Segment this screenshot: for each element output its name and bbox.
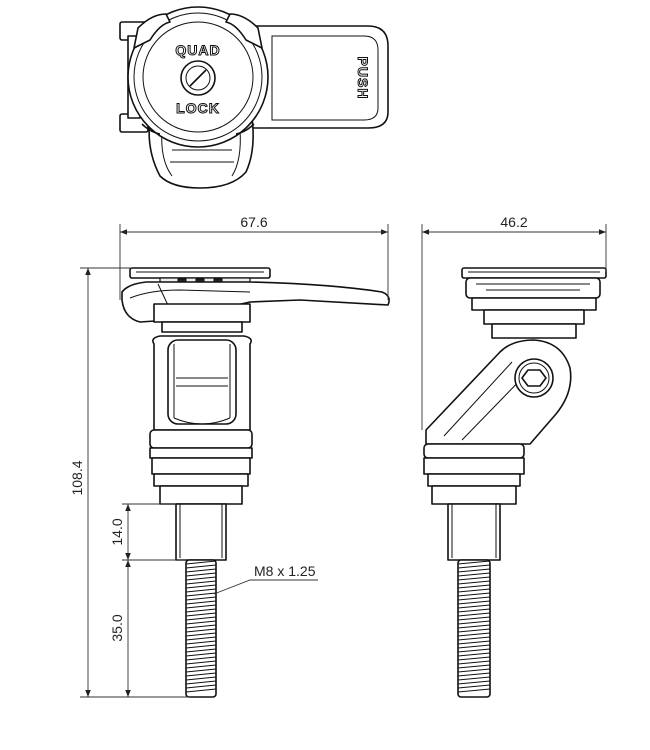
thread-spec-label: M8 x 1.25 bbox=[254, 563, 316, 579]
side-view bbox=[423, 267, 607, 698]
logo-lock-text: LOCK bbox=[176, 100, 220, 116]
dim-thread-length: 35.0 bbox=[109, 614, 125, 641]
side-arm bbox=[425, 339, 572, 445]
front-shaft bbox=[175, 503, 227, 561]
top-view: QUAD LOCK PUSH bbox=[119, 6, 389, 189]
side-shaft bbox=[447, 503, 501, 561]
side-top-plate bbox=[461, 267, 607, 279]
dim-total-height: 108.4 bbox=[69, 460, 85, 495]
logo-quad-text: QUAD bbox=[175, 42, 220, 58]
front-top-plate bbox=[129, 267, 271, 279]
dim-shaft-length: 14.0 bbox=[109, 518, 125, 545]
push-label: PUSH bbox=[355, 57, 371, 100]
dim-width-side: 46.2 bbox=[500, 214, 527, 230]
dim-width-front: 67.6 bbox=[240, 214, 267, 230]
side-thread-icon bbox=[457, 559, 491, 698]
dimension-lines: 67.6 46.2 108.4 14.0 35.0 M8 x 1.25 bbox=[69, 214, 607, 698]
front-thread-icon bbox=[185, 559, 217, 698]
pivot-bolt-icon bbox=[514, 358, 554, 398]
front-view bbox=[121, 267, 390, 698]
